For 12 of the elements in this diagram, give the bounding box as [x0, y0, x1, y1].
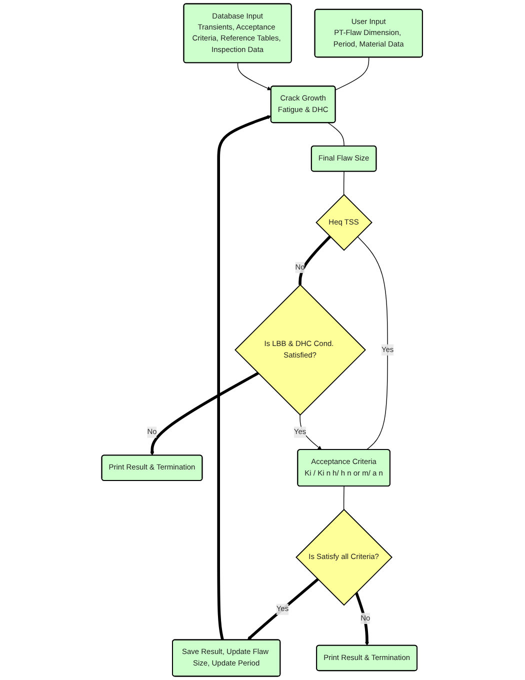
connector: [328, 122, 345, 147]
connector: [344, 171, 345, 196]
arrow: [150, 372, 260, 456]
connector: [358, 236, 388, 450]
arrow: [300, 414, 322, 450]
arrow: [248, 578, 320, 640]
arrow: [218, 115, 272, 640]
connector: [336, 57, 370, 90]
arrow: [238, 62, 272, 90]
connector: [344, 486, 345, 510]
arrow: [355, 592, 370, 646]
connector: [299, 236, 332, 285]
